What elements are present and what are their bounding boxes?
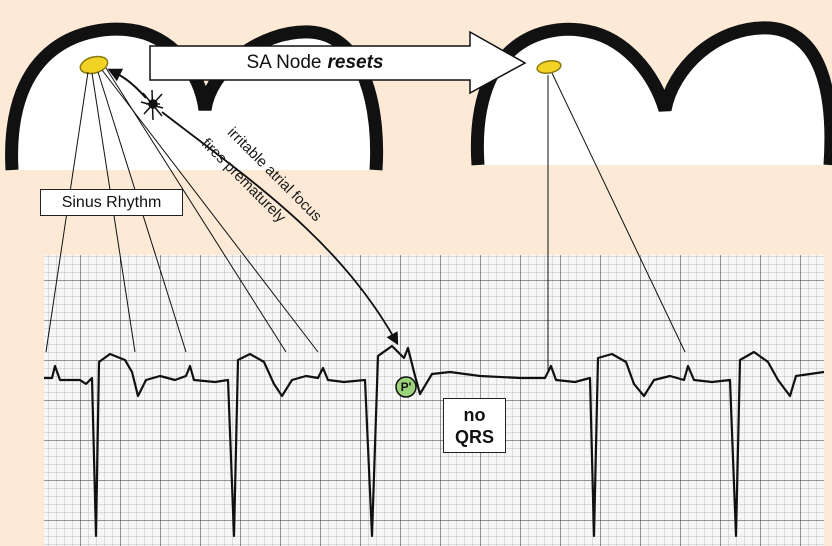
right-heart — [470, 21, 832, 166]
qrs-text: QRS — [454, 426, 494, 447]
sa-node-right — [536, 59, 562, 75]
sa-node-text: SA Node — [246, 52, 322, 73]
sa-node-left — [79, 55, 109, 75]
no-qrs-label: no QRS — [443, 398, 506, 453]
reset-arrow — [149, 30, 527, 95]
ecg-trace — [44, 344, 825, 538]
p-prime-label: P' — [400, 380, 412, 394]
sinus-rhythm-label: Sinus Rhythm — [40, 189, 183, 216]
sa-node-resets-label: SA Node resets — [160, 49, 470, 77]
focus-to-sa-arrow — [107, 68, 147, 99]
no-text: no — [463, 404, 486, 425]
resets-text: resets — [327, 52, 384, 73]
p-prime-marker — [395, 376, 417, 398]
ectopic-focus-icon — [140, 89, 164, 121]
